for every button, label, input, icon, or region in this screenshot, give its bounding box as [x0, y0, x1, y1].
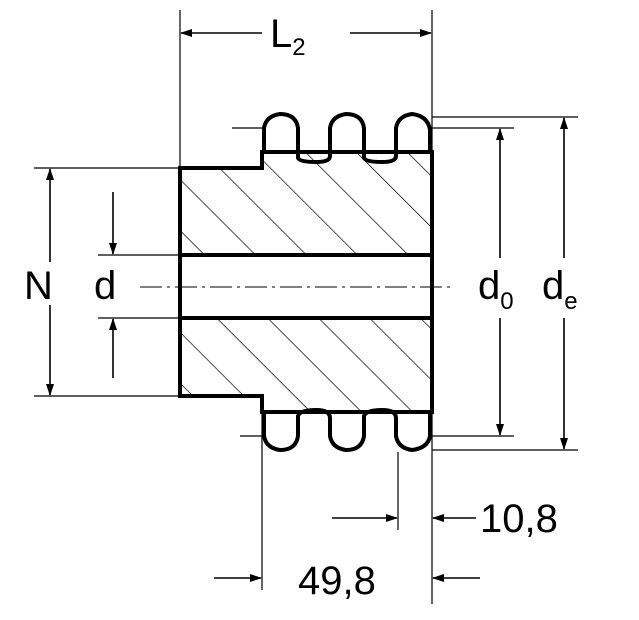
- outer-diameter-label-main: d: [542, 264, 565, 308]
- outer-diameter-label-sub: e: [564, 288, 578, 315]
- bore-label: d: [94, 264, 117, 308]
- hub-body: [178, 150, 434, 414]
- top-teeth: [262, 112, 432, 164]
- teeth-span-label: 49,8: [298, 559, 376, 603]
- width-label: L2: [270, 12, 306, 60]
- pitch-diameter-label-sub: 0: [500, 288, 514, 315]
- pitch-diameter-label-main: d: [478, 264, 501, 308]
- tooth-width-label: 10,8: [480, 497, 558, 541]
- pitch-diameter-label: d0: [478, 264, 514, 314]
- extension-lines: [34, 10, 578, 604]
- hub-diameter-label: N: [24, 264, 53, 308]
- width-label-sub: 2: [292, 34, 306, 61]
- width-label-main: L: [270, 12, 293, 56]
- bottom-teeth: [262, 408, 432, 452]
- outer-diameter-label: de: [542, 264, 578, 314]
